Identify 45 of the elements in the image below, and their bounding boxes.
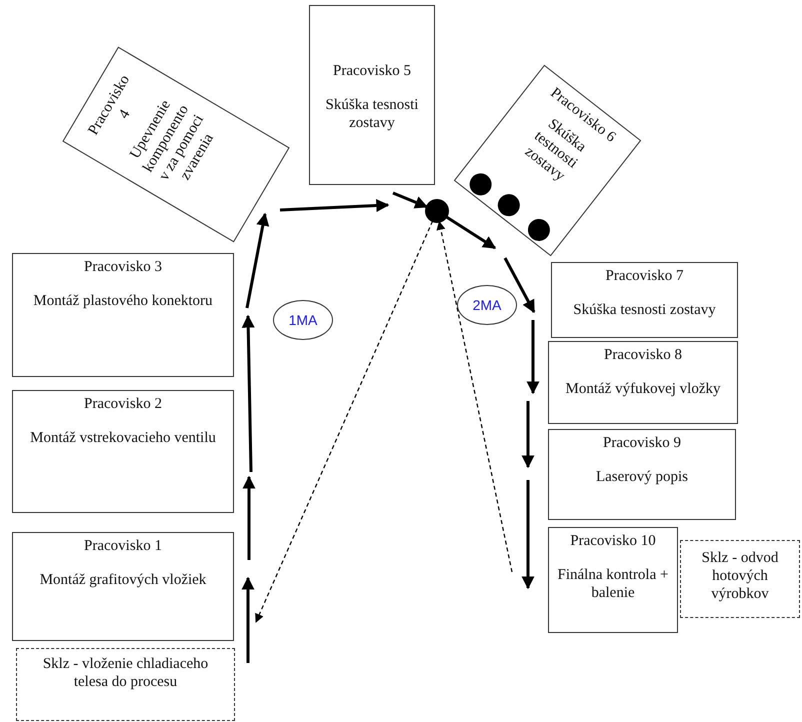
workstation-box: [548, 429, 736, 520]
chute-box: [680, 540, 800, 618]
station-description: Skúška tesnosti zostavy: [573, 301, 716, 319]
station-title: Pracovisko 8: [604, 346, 682, 364]
station-title: Pracovisko 3: [84, 258, 162, 276]
line-label: 2MA: [472, 296, 502, 314]
flow-arrow: [242, 314, 255, 472]
junction-dot: [425, 199, 449, 223]
workstation-box: [12, 532, 234, 641]
station-description: Montáž plastového konektoru: [33, 292, 213, 310]
chute-box: [16, 648, 235, 721]
flow-arrow: [522, 401, 534, 468]
station-description: Finálna kontrola + balenie: [556, 566, 670, 602]
workstation-box: [548, 341, 738, 424]
station-title: Pracovisko 1: [84, 537, 162, 555]
flow-arrow: [522, 480, 534, 590]
flow-arrow: [242, 476, 256, 560]
chute-description: Sklz - odvod hotových výrobkov: [700, 549, 780, 603]
workstation-box: [309, 5, 435, 185]
station-title: Pracovisko 9: [603, 434, 681, 452]
flow-arrow: [392, 192, 428, 208]
line-label-ellipse: [457, 285, 517, 325]
dashed-arrow: [255, 220, 434, 623]
flow-arrow: [242, 576, 254, 663]
station-title: Pracovisko 2: [84, 395, 162, 413]
station-description: Montáž grafitových vložiek: [40, 571, 206, 589]
station-description: Laserový popis: [596, 468, 688, 486]
workstation-box: [12, 390, 234, 513]
workstation-box: [12, 253, 234, 377]
flow-arrow: [280, 199, 390, 212]
station-description: Montáž výfukovej vložky: [566, 380, 720, 398]
flow-arrow: [246, 212, 270, 308]
station-description: Montáž vstrekovacieho ventilu: [30, 429, 216, 447]
flow-arrow: [526, 320, 540, 394]
line-label: 1MA: [288, 312, 318, 328]
workstation-box: [551, 262, 738, 338]
station-title: Pracovisko 5: [333, 62, 411, 80]
station-description: Skúška tesnosti zostavy: [324, 96, 420, 132]
workstation-box: [548, 527, 678, 633]
station-title: Pracovisko 7: [606, 267, 684, 285]
dashed-arrow: [436, 220, 513, 572]
flow-arrow: [504, 257, 536, 314]
station-title: Pracovisko 10: [570, 532, 656, 550]
chute-description: Sklz - vloženie chladiaceho telesa do procesu: [42, 655, 210, 691]
flow-arrow: [445, 216, 496, 250]
